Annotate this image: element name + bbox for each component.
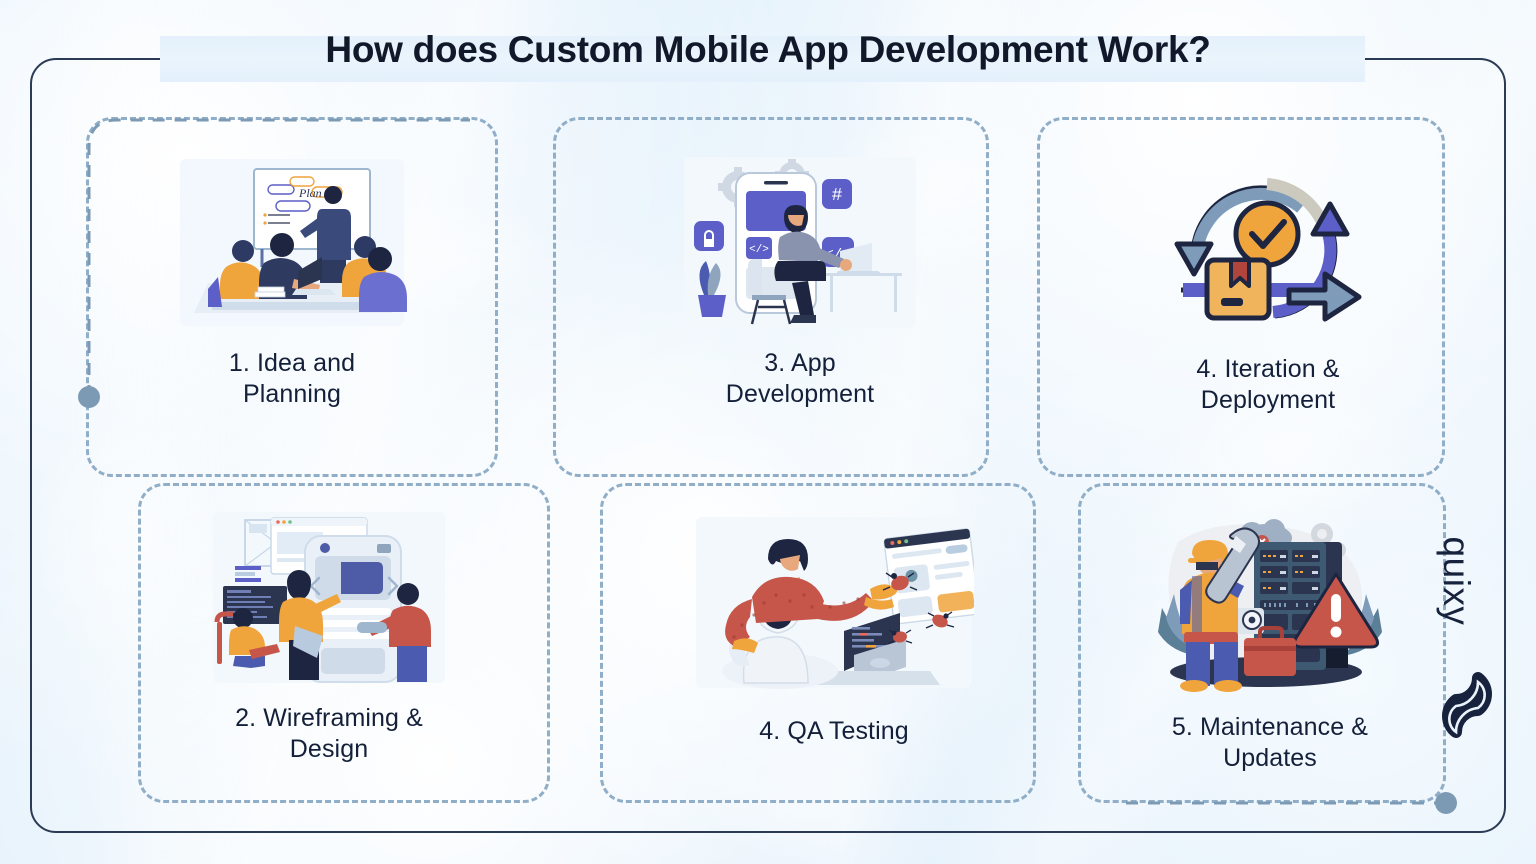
infinity-loop-icon [1442,672,1492,738]
developer-coding-mobile-illustration: </> # </> [680,155,920,330]
qa-tester-bug-robot-illustration [694,515,980,690]
svg-text:#: # [832,186,843,206]
step-label-line1: 4. Iteration & [1196,355,1340,383]
step-label-line1: 3. App [764,349,836,377]
bug-icon-3 [887,629,913,645]
step-label: 3. App Development [726,348,874,409]
step-label: 1. Idea and Planning [229,348,355,409]
step-qa-testing[interactable]: 4. QA Testing [694,515,980,747]
step-label-line2: Design [289,734,369,763]
wireframe-design-team-illustration [209,510,449,685]
step-idea-and-planning[interactable]: Plan [172,155,412,409]
deployment-cycle-package-check-illustration [1163,160,1373,330]
step-label: 4. QA Testing [759,716,909,747]
step-label: 5. Maintenance & Updates [1172,712,1368,773]
step-label-line1: 2. Wireframing & [235,704,423,732]
bug-icon-1 [882,572,918,591]
step-label: 2. Wireframing & Design [235,703,423,764]
step-app-development[interactable]: </> # </> [680,155,920,409]
step-label-line2: Planning [242,379,342,408]
step-label-line2: Updates [1223,743,1317,772]
brand-name: quixy [1436,536,1477,626]
brand-logo[interactable]: quixy [1422,518,1514,750]
step-label-line1: 4. QA Testing [759,717,909,745]
step-maintenance-and-updates[interactable]: 5. Maintenance & Updates [1140,512,1400,773]
step-label-line2: Deployment [1200,385,1336,414]
step-label-line1: 1. Idea and [228,349,356,377]
svg-text:</>: </> [749,244,769,256]
page-title: How does Custom Mobile App Development W… [325,29,1211,70]
step-wireframing-and-design[interactable]: 2. Wireframing & Design [209,510,449,764]
server-maintenance-technician-illustration [1140,512,1400,692]
team-planning-whiteboard-illustration: Plan [172,155,412,330]
dashed-container-column-2-bottom [600,483,1036,803]
dashed-container-column-1-bottom [138,483,550,803]
step-iteration-and-deployment[interactable]: 4. Iteration & Deployment [1163,160,1373,415]
dashed-container-column-3-top [1037,117,1445,477]
dashed-container-column-2-top [553,117,989,477]
step-label-line1: 5. Maintenance & [1171,713,1369,741]
step-label: 4. Iteration & Deployment [1196,354,1339,415]
svg-text:Plan: Plan [298,186,322,200]
bug-icon-2 [925,611,955,629]
step-label-line2: Development [725,379,875,408]
title-backdrop [160,36,1365,82]
